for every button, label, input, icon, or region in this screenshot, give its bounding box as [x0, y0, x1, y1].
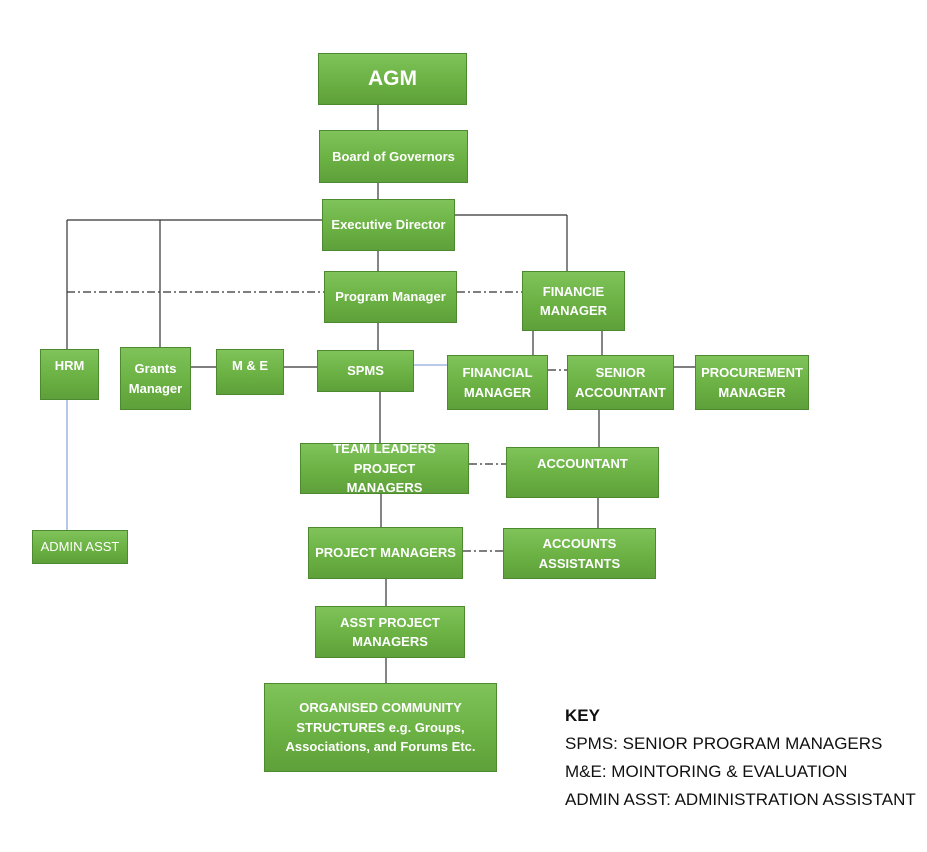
- box-organised-community: ORGANISED COMMUNITY STRUCTURES e.g. Grou…: [264, 683, 497, 772]
- program-manager-label: Program Manager: [335, 289, 446, 305]
- box-senior-accountant: SENIOR ACCOUNTANT: [567, 355, 674, 410]
- box-financie-manager: FINANCIE MANAGER: [522, 271, 625, 331]
- procurement-manager-label: PROCUREMENT MANAGER: [701, 365, 803, 400]
- box-procurement-manager: PROCUREMENT MANAGER: [695, 355, 809, 410]
- box-asst-project-managers: ASST PROJECT MANAGERS: [315, 606, 465, 658]
- key-legend: KEY SPMS: SENIOR PROGRAM MANAGERS M&E: M…: [565, 702, 916, 814]
- financie-manager-label: FINANCIE MANAGER: [539, 283, 608, 319]
- box-accountant: ACCOUNTANT: [506, 447, 659, 498]
- team-leaders-label: TEAM LEADERS PROJECT MANAGERS: [333, 441, 436, 496]
- key-line-admin: ADMIN ASST: ADMINISTRATION ASSISTANT: [565, 790, 916, 809]
- m-and-e-label: M & E: [231, 358, 269, 373]
- box-project-managers: PROJECT MANAGERS: [308, 527, 463, 579]
- admin-asst-label: ADMIN ASST: [40, 539, 120, 555]
- accounts-assistants-label: ACCOUNTS ASSISTANTS: [538, 536, 621, 571]
- exec-label: Executive Director: [331, 217, 446, 233]
- box-program-manager: Program Manager: [324, 271, 457, 323]
- box-admin-asst: ADMIN ASST: [32, 530, 128, 564]
- box-financial-manager: FINANCIAL MANAGER: [447, 355, 548, 410]
- box-m-and-e: M & E: [216, 349, 284, 395]
- accountant-label: ACCOUNTANT: [537, 456, 628, 471]
- key-line-spms: SPMS: SENIOR PROGRAM MANAGERS: [565, 734, 883, 753]
- grants-manager-label: Grants Manager: [128, 361, 183, 396]
- box-board-of-governors: Board of Governors: [319, 130, 468, 183]
- community-label: ORGANISED COMMUNITY STRUCTURES e.g. Grou…: [285, 700, 476, 755]
- agm-label: AGM: [368, 67, 417, 91]
- box-team-leaders: TEAM LEADERS PROJECT MANAGERS: [300, 441, 469, 495]
- financial-manager-label: FINANCIAL MANAGER: [462, 365, 533, 400]
- key-title: KEY: [565, 706, 600, 725]
- box-agm: AGM: [318, 53, 467, 105]
- spms-label: SPMS: [347, 363, 384, 379]
- box-executive-director: Executive Director: [322, 199, 455, 251]
- hrm-label: HRM: [54, 358, 85, 373]
- box-hrm: HRM: [40, 349, 99, 400]
- senior-accountant-label: SENIOR ACCOUNTANT: [575, 365, 666, 400]
- box-accounts-assistants: ACCOUNTS ASSISTANTS: [503, 528, 656, 579]
- key-line-me: M&E: MOINTORING & EVALUATION: [565, 762, 848, 781]
- project-managers-label: PROJECT MANAGERS: [315, 545, 456, 561]
- asst-project-managers-label: ASST PROJECT MANAGERS: [340, 614, 440, 650]
- board-label: Board of Governors: [332, 148, 455, 164]
- box-grants-manager: Grants Manager: [120, 347, 191, 410]
- box-spms: SPMS: [317, 350, 414, 392]
